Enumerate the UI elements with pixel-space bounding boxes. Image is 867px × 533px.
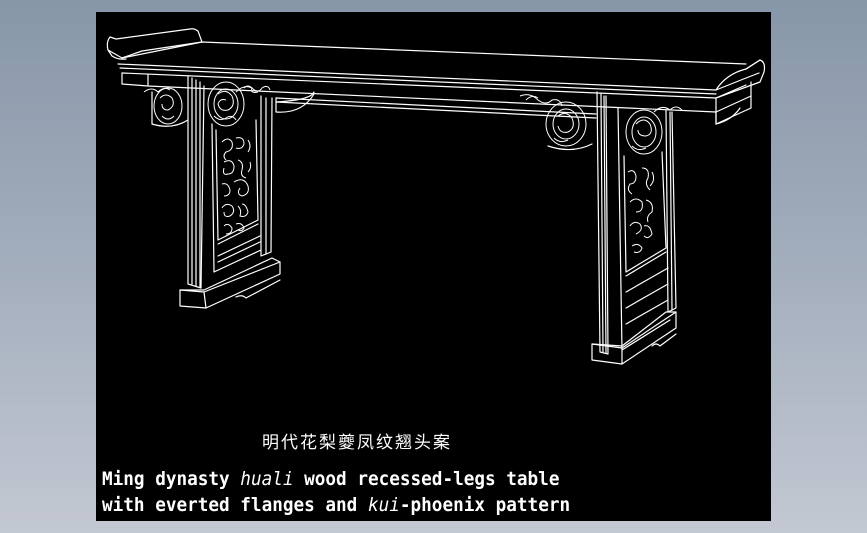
right-leg [520,92,682,364]
table-line-drawing [96,12,771,521]
caption-line-2: with everted flanges and kui-phoenix pat… [102,494,570,516]
left-leg [144,76,280,308]
caption-line-1: Ming dynasty huali wood recessed-legs ta… [102,468,559,490]
table-top [107,29,764,124]
caption-line-1-pre: Ming dynasty [102,468,241,490]
caption-line-1-post: wood recessed-legs table [293,468,560,490]
caption-line-2-post: -phoenix pattern [399,494,571,516]
caption-line-1-italic: huali [240,468,294,490]
caption-line-2-italic: kui [367,494,400,516]
caption-line-2-pre: with everted flanges and [102,494,368,516]
drawing-canvas[interactable]: 明代花梨夔凤纹翘头案 Ming dynasty huali wood reces… [96,12,771,521]
drawing-title-chinese: 明代花梨夔凤纹翘头案 [262,433,452,453]
drawing-caption: Ming dynasty huali wood recessed-legs ta… [102,466,570,518]
